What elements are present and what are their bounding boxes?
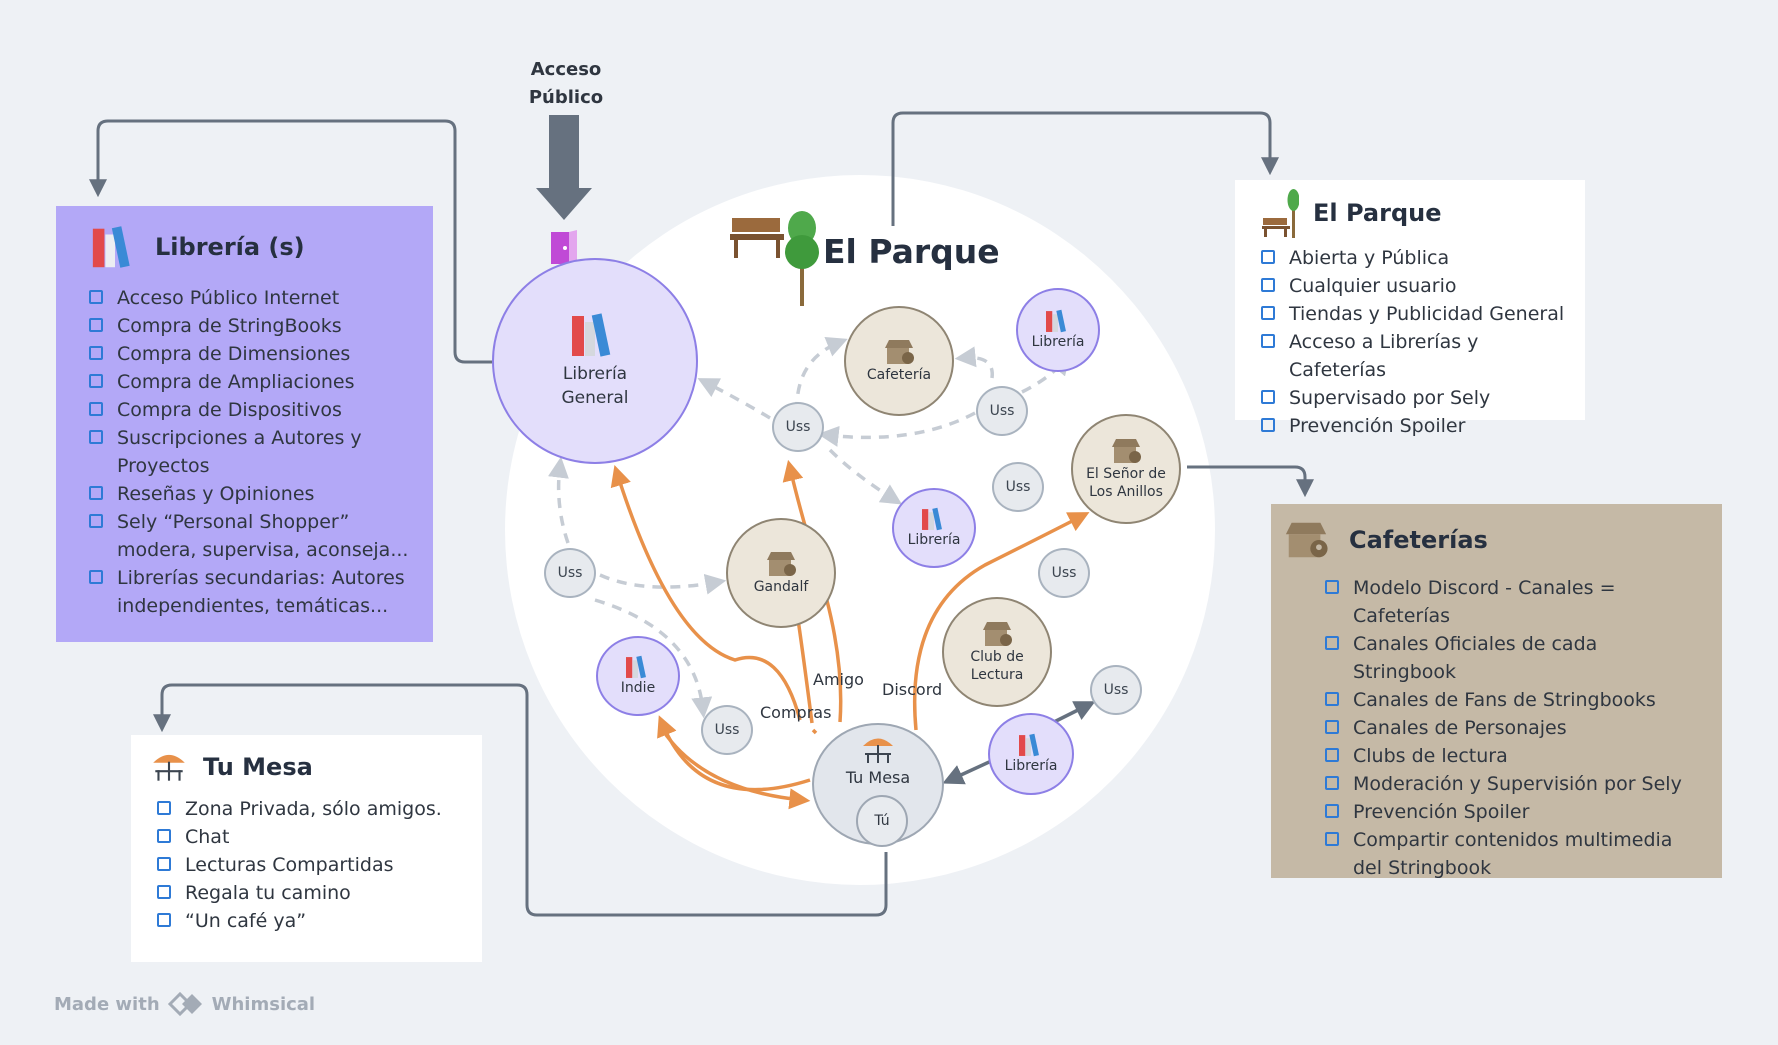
node-gandalf[interactable]: Gandalf [726,518,836,628]
checklist-item[interactable]: Compra de Dispositivos [89,396,411,424]
store-icon [983,622,1012,646]
node-libreria-top[interactable]: Librería [1016,288,1100,372]
store-icon [767,552,796,576]
connector-mesa [153,683,888,917]
checklist-item[interactable]: Cualquier usuario [1261,272,1569,300]
books-icon [922,507,942,531]
store-icon [1112,439,1141,463]
checklist-item[interactable]: Regala tu camino [157,879,466,907]
node-tu-mesa[interactable]: Tu Mesa [812,723,944,845]
whimsical-logo-icon [167,991,202,1017]
checklist-item[interactable]: Moderación y Supervisión por Sely [1325,770,1702,798]
footer-made-with[interactable]: Made with Whimsical [54,990,315,1018]
node-uss[interactable]: Uss [1090,665,1142,715]
checklist-item[interactable]: Canales Oficiales de cada Stringbook [1325,630,1702,686]
checklist-item[interactable]: Supervisado por Sely [1261,384,1569,412]
checklist-item[interactable]: Suscripciones a Autores y Proyectos [89,424,411,480]
park-bench-tree-icon [1262,189,1299,238]
checklist-item[interactable]: Lecturas Compartidas [157,851,466,879]
node-club-lectura[interactable]: Club de Lectura [942,597,1052,707]
checklist-item[interactable]: Librerías secundarias: Autores independi… [89,564,411,620]
node-senor-anillos[interactable]: El Señor de Los Anillos [1071,414,1181,524]
bench-icon [728,210,788,264]
dashed-arrows [548,336,1071,719]
panel-mesa-title: Tu Mesa [203,753,313,781]
panel-cafeterias: Cafeterías Modelo Discord - Canales = Ca… [1271,504,1722,879]
store-icon [885,340,914,364]
checklist-item[interactable]: Prevención Spoiler [1325,798,1702,826]
checklist-item[interactable]: Clubs de lectura [1325,742,1702,770]
checklist-item[interactable]: Reseñas y Opiniones [89,480,411,508]
checklist-item[interactable]: Compartir contenidos multimedia del Stri… [1325,826,1702,882]
books-icon [626,655,646,679]
node-indie[interactable]: Indie [596,636,680,716]
panel-libreria-title: Librería (s) [155,233,305,261]
checklist-item[interactable]: Prevención Spoiler [1261,412,1569,440]
checklist-item[interactable]: Compra de Dimensiones [89,340,411,368]
node-uss[interactable]: Uss [1038,548,1090,598]
node-uss[interactable]: Uss [701,705,753,755]
node-cafeteria[interactable]: Cafetería [844,306,954,416]
books-icon [92,226,130,268]
books-icon [1046,309,1066,333]
node-uss[interactable]: Uss [772,402,824,452]
node-libreria-general[interactable]: Librería General [492,258,698,464]
table-umbrella-icon [153,754,185,781]
checklist-item[interactable]: Abierta y Pública [1261,244,1569,272]
checklist-item[interactable]: Compra de Ampliaciones [89,368,411,396]
node-uss[interactable]: Uss [544,548,596,598]
acceso-arrow [536,115,592,220]
checklist-item[interactable]: Tiendas y Publicidad General [1261,300,1569,328]
connector-parque [891,111,1279,226]
edge-label-discord: Discord [882,680,943,699]
connector-libreria [89,119,492,364]
checklist-item[interactable]: Modelo Discord - Canales = Cafeterías [1325,574,1702,630]
checklist-item[interactable]: “Un café ya” [157,907,466,935]
checklist-item[interactable]: Canales de Fans de Stringbooks [1325,686,1702,714]
checklist-item[interactable]: Sely “Personal Shopper” modera, supervis… [89,508,411,564]
node-uss[interactable]: Uss [976,386,1028,436]
door-icon [550,229,578,269]
checklist-item[interactable]: Acceso a Librerías y Cafeterías [1261,328,1569,384]
node-uss[interactable]: Uss [992,462,1044,512]
panel-parque-title: El Parque [1313,199,1442,227]
table-umbrella-icon [863,738,893,763]
checklist-item[interactable]: Zona Privada, sólo amigos. [157,795,466,823]
park-title: El Parque [823,232,1000,271]
node-libreria-mid[interactable]: Librería [892,488,976,568]
connector-cafeterias [1187,465,1314,498]
checklist-item[interactable]: Acceso Público Internet [89,284,411,312]
node-tu[interactable]: Tú [856,795,908,847]
panel-cafeterias-title: Cafeterías [1349,526,1488,554]
store-icon [1285,522,1328,558]
checklist-item[interactable]: Canales de Personajes [1325,714,1702,742]
books-icon [572,313,611,357]
tree-icon [784,210,820,310]
checklist-item[interactable]: Compra de StringBooks [89,312,411,340]
node-libreria-bottom[interactable]: Librería [988,713,1074,795]
checklist-item[interactable]: Chat [157,823,466,851]
acceso-publico-label: Acceso Público [528,59,604,108]
books-icon [1019,733,1039,757]
edge-label-amigo: Amigo [813,670,864,689]
edge-label-compras: Compras [760,703,832,722]
